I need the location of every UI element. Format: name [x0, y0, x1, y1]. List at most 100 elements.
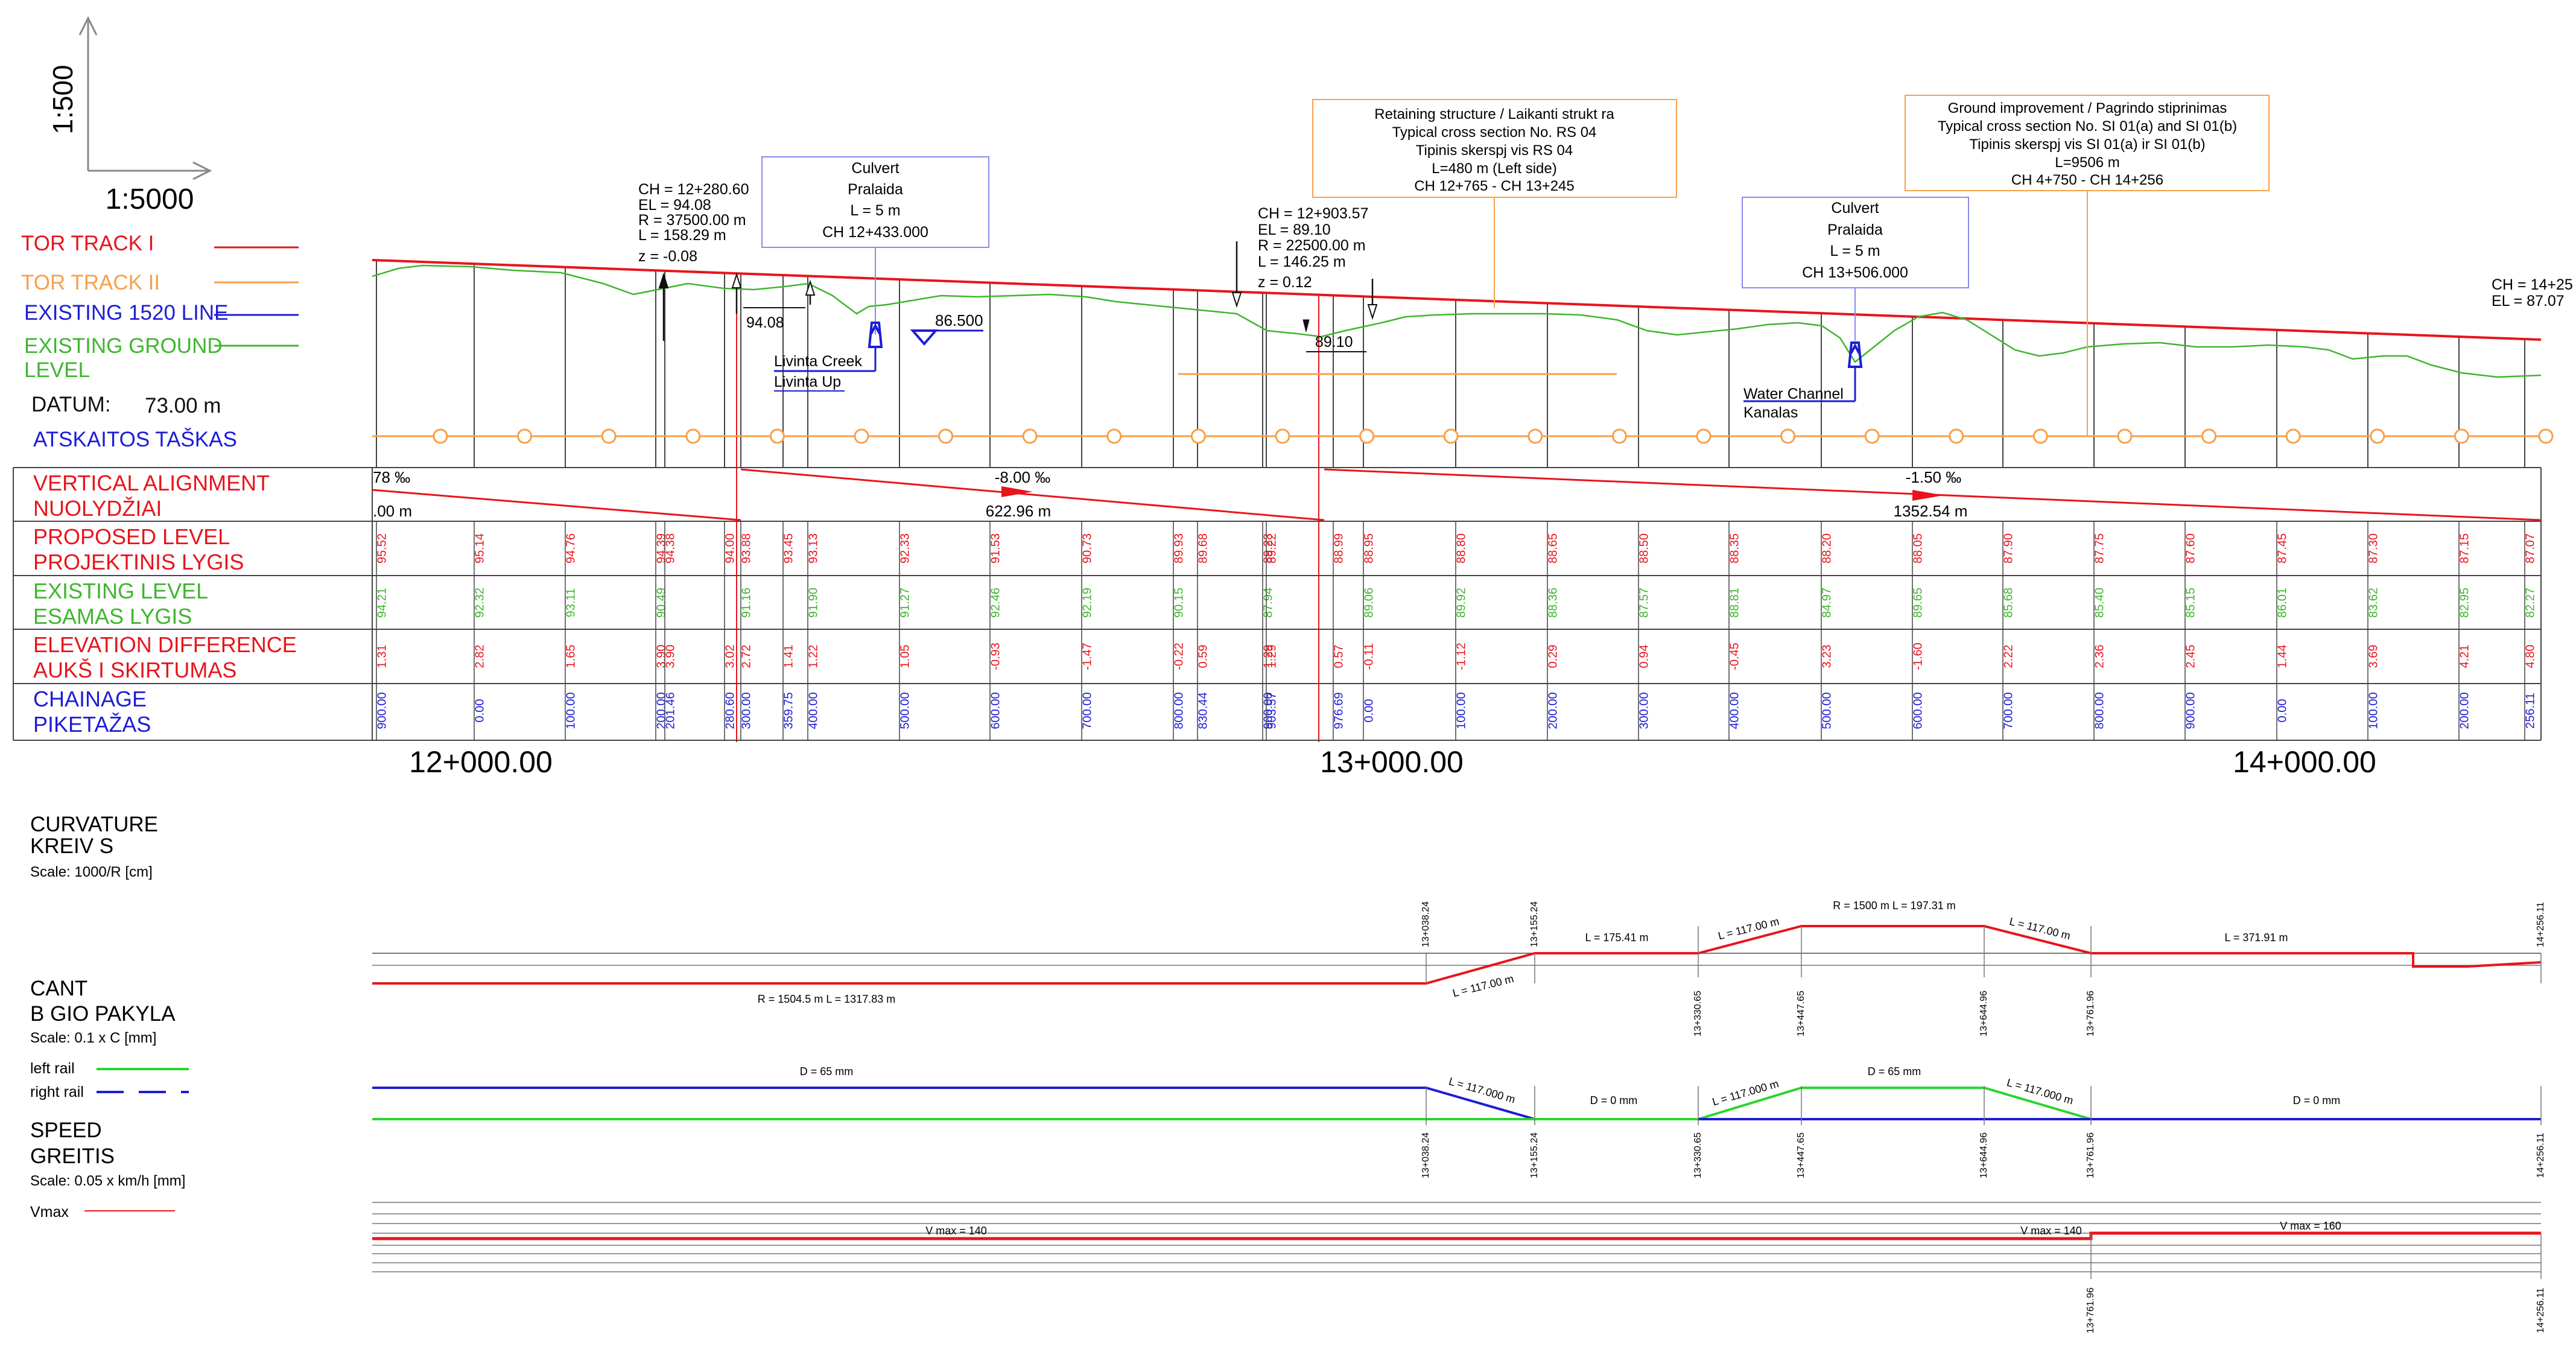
band-value-proposed: 93.45 — [782, 533, 795, 563]
curvature-tick-label: 13+761.96 — [2086, 991, 2096, 1036]
band-value-proposed: 88.99 — [1332, 533, 1345, 563]
band-value-diff: 1.29 — [1265, 645, 1278, 668]
band-label-lt: ESAMAS LYGIS — [33, 604, 192, 629]
band-label-lt: PROJEKTINIS LYGIS — [33, 550, 244, 574]
band-value-diff: 3.02 — [723, 645, 737, 668]
reference-point-marker — [1864, 428, 1880, 444]
band-value-chainage: 800.00 — [1172, 692, 1185, 729]
curvature-tick-label: 13+330.65 — [1693, 991, 1703, 1036]
vertical-curve-2-info: CH = 12+903.57 EL = 89.10 R = 22500.00 m… — [1258, 205, 1368, 291]
curvature-t2-label: L = 117.00 m — [1717, 915, 1780, 942]
band-value-existing: 89.92 — [1455, 588, 1468, 618]
band-value-existing: 92.46 — [989, 588, 1002, 618]
reference-point-marker — [685, 428, 701, 444]
band-value-chainage: 300.00 — [740, 692, 753, 729]
band-value-existing: 88.81 — [1728, 588, 1741, 618]
band-value-diff: 3.90 — [664, 645, 677, 668]
band-value-diff: -0.93 — [989, 643, 1002, 670]
band-value-diff: 1.05 — [898, 645, 912, 668]
band-value-proposed: 93.13 — [807, 533, 820, 563]
band-value-existing: 85.68 — [2002, 588, 2015, 618]
reference-point-marker — [1190, 428, 1206, 444]
culvert-2-line-3: L = 5 m — [1830, 243, 1880, 259]
vc2-line-3: R = 22500.00 m — [1258, 237, 1366, 254]
band-value-chainage: 100.00 — [2367, 692, 2380, 729]
culvert-symbol-arrow — [870, 323, 881, 334]
band-value-chainage: 600.00 — [989, 692, 1002, 729]
retaining-line-3: Tipinis skerspj vis RS 04 — [1416, 142, 1573, 159]
band-value-proposed: 91.53 — [989, 533, 1002, 563]
band-value-existing: 85.15 — [2184, 588, 2197, 618]
band-value-existing: 89.06 — [1362, 588, 1375, 618]
band-value-chainage: 976.69 — [1332, 692, 1345, 729]
reference-point-marker — [433, 428, 448, 444]
vc1-line-3: R = 37500.00 m — [638, 212, 746, 229]
cant-tick-label: 13+644.96 — [1979, 1132, 1989, 1178]
reference-point-marker — [854, 428, 869, 444]
speed-v2-label: V max = 140 — [2020, 1225, 2082, 1237]
legend: TOR TRACK I TOR TRACK II EXISTING 1520 L… — [21, 232, 299, 451]
band-value-diff: 4.21 — [2458, 645, 2471, 668]
band-value-chainage: 700.00 — [2002, 692, 2015, 729]
band-value-existing: 91.90 — [807, 588, 820, 618]
grade-1-value: 78 ‰ — [373, 468, 410, 486]
band-value-chainage: 359.75 — [782, 692, 795, 729]
band-value-proposed: 87.30 — [2367, 533, 2380, 563]
band-value-diff: -1.60 — [1911, 643, 1924, 670]
band-value-diff: 0.59 — [1196, 645, 1210, 668]
band-value-existing: 92.19 — [1080, 588, 1094, 618]
band-value-chainage: 0.00 — [2276, 699, 2289, 723]
vc2-line-4: L = 146.25 m — [1258, 253, 1346, 270]
cant-d3-label: D = 65 mm — [1868, 1065, 1921, 1078]
cant-scale: Scale: 0.1 x C [mm] — [30, 1030, 156, 1046]
curvature-s1-label: L = 175.41 m — [1585, 932, 1649, 944]
band-value-existing: 84.97 — [1820, 588, 1833, 618]
grade-2-value: -8.00 ‰ — [995, 468, 1051, 486]
vc2-tag-arrow — [1302, 319, 1310, 332]
band-label: PROPOSED LEVEL — [33, 524, 230, 549]
band-value-diff: 3.23 — [1820, 645, 1833, 668]
band-value-diff: 1.41 — [782, 645, 795, 668]
band-value-chainage: 700.00 — [1080, 692, 1094, 729]
band-value-existing: 83.62 — [2367, 588, 2380, 618]
band-value-chainage: 0.00 — [473, 699, 486, 723]
band-value-proposed: 95.14 — [473, 533, 486, 563]
grade-line-2 — [740, 468, 1325, 521]
speed-scale: Scale: 0.05 x km/h [mm] — [30, 1173, 185, 1189]
band-value-proposed: 90.73 — [1080, 533, 1094, 563]
band-value-existing: 90.49 — [655, 588, 668, 618]
culvert-symbol — [1847, 341, 1863, 368]
culvert-1-level-tag: 86.500 — [935, 311, 983, 329]
culvert-symbol — [868, 322, 883, 348]
culvert-box-2: Culvert Pralaida L = 5 m CH 13+506.000 — [1742, 197, 1969, 288]
band-value-diff: 2.82 — [473, 645, 486, 668]
existing-ground-line — [372, 264, 2542, 378]
band-value-proposed: 89.68 — [1196, 533, 1210, 563]
band-value-proposed: 94.76 — [564, 533, 577, 563]
band-value-diff: 2.45 — [2184, 645, 2197, 668]
legend-existing-ground-level: LEVEL — [24, 358, 90, 382]
band-value-existing: 94.21 — [375, 588, 389, 618]
cant-title: CANT — [30, 977, 87, 1000]
cant-tick-label: 13+761.96 — [2086, 1132, 2096, 1178]
ground-improvement-box: Ground improvement / Pagrindo stiprinima… — [1905, 95, 2270, 191]
left-rail-legend: left rail — [30, 1060, 75, 1077]
band-value-diff: 1.44 — [2276, 645, 2289, 668]
band-value-proposed: 89.93 — [1172, 533, 1185, 563]
band-label-lt: AUKŠ I SKIRTUMAS — [33, 658, 236, 682]
reference-point-marker — [1443, 428, 1459, 444]
reference-point-marker — [938, 428, 954, 444]
band-value-chainage: 200.00 — [2458, 692, 2471, 729]
watercourse-1-line-1: Livinta Creek — [774, 353, 862, 370]
band-value-existing: 82.95 — [2458, 588, 2471, 618]
band-value-proposed: 93.88 — [740, 533, 753, 563]
profile-annotations — [658, 241, 1863, 402]
curvature-tick-label: 13+038.24 — [1421, 901, 1431, 947]
band-value-chainage: 600.00 — [1911, 692, 1924, 729]
reference-point-marker — [1611, 428, 1627, 444]
curvature-tick-label: 13+644.96 — [1979, 991, 1989, 1036]
band-value-proposed: 92.33 — [898, 533, 912, 563]
speed-title: SPEED — [30, 1119, 102, 1142]
